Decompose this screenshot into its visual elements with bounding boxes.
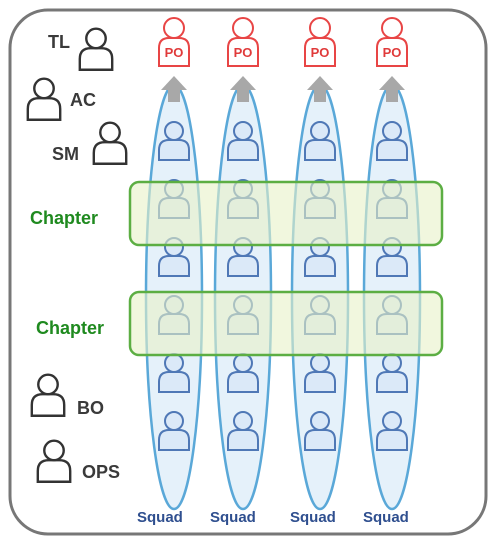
po-body [304, 37, 336, 67]
person-body [92, 140, 128, 165]
role-person-icon [92, 121, 128, 165]
person-body [376, 371, 408, 393]
squad-label-4: Squad [363, 509, 409, 526]
role-person-icon [30, 373, 66, 417]
up-arrow-head [307, 76, 333, 90]
up-arrow-shaft [168, 88, 180, 102]
po-body [158, 37, 190, 67]
squad-member-icon [158, 237, 190, 277]
person-head [382, 121, 402, 141]
product-owners-layer: PO PO PO PO [158, 17, 408, 102]
role-label-ac: AC [70, 90, 96, 110]
person-head [99, 121, 121, 144]
po-head [163, 17, 185, 39]
person-head [33, 77, 55, 100]
squad-member-icon [304, 411, 336, 451]
up-arrow-head [379, 76, 405, 90]
squad-label-2: Squad [210, 509, 256, 526]
squad-member-icon [376, 411, 408, 451]
squad-label-3: Squad [290, 509, 336, 526]
person-body [26, 96, 62, 121]
person-head [310, 353, 330, 373]
person-body [78, 46, 114, 71]
person-body [304, 139, 336, 161]
person-head [43, 439, 65, 462]
person-body [304, 429, 336, 451]
squad-member-icon [158, 411, 190, 451]
person-body [376, 255, 408, 277]
person-body [227, 139, 259, 161]
person-body [227, 255, 259, 277]
person-head [233, 411, 253, 431]
person-head [382, 411, 402, 431]
po-label: PO [383, 45, 402, 60]
up-arrow-head [161, 76, 187, 90]
squad-member-icon [227, 411, 259, 451]
squad-member-icon [376, 353, 408, 393]
chapter-label-1: Chapter [30, 208, 98, 228]
po-head [232, 17, 254, 39]
person-head [164, 353, 184, 373]
squad-member-icon [304, 121, 336, 161]
po-head [309, 17, 331, 39]
chapter-band [128, 290, 444, 357]
product-owner-icon: PO [376, 17, 408, 67]
person-head [164, 121, 184, 141]
role-label-ops: OPS [82, 462, 120, 482]
person-body [158, 139, 190, 161]
squad-member-icon [304, 353, 336, 393]
person-body [158, 371, 190, 393]
po-label: PO [311, 45, 330, 60]
squad-member-icon [227, 353, 259, 393]
chapter-band [128, 180, 444, 247]
role-label-tl: TL [48, 32, 70, 52]
roles-layer [26, 27, 128, 483]
squad-label-1: Squad [137, 509, 183, 526]
person-head [37, 373, 59, 396]
product-owner-icon: PO [158, 17, 190, 67]
person-body [376, 429, 408, 451]
person-body [30, 392, 66, 417]
chapters-layer [128, 180, 444, 357]
po-label: PO [165, 45, 184, 60]
person-body [158, 429, 190, 451]
person-body [376, 139, 408, 161]
po-label: PO [234, 45, 253, 60]
person-head [310, 411, 330, 431]
role-person-icon [26, 77, 62, 121]
product-owner-icon: PO [227, 17, 259, 67]
up-arrow-shaft [386, 88, 398, 102]
po-body [376, 37, 408, 67]
role-label-bo: BO [77, 398, 104, 418]
up-arrow-head [230, 76, 256, 90]
role-person-icon [78, 27, 114, 71]
squad-member-icon [158, 353, 190, 393]
person-body [227, 371, 259, 393]
person-body [304, 255, 336, 277]
product-owner-icon: PO [304, 17, 336, 67]
person-head [233, 353, 253, 373]
chapter-label-2: Chapter [36, 318, 104, 338]
person-body [36, 458, 72, 483]
person-body [158, 255, 190, 277]
person-head [233, 121, 253, 141]
squad-member-icon [227, 121, 259, 161]
up-arrow-shaft [314, 88, 326, 102]
role-label-sm: SM [52, 144, 79, 164]
po-head [381, 17, 403, 39]
person-head [164, 411, 184, 431]
person-head [85, 27, 107, 50]
squad-member-icon [158, 121, 190, 161]
role-person-icon [36, 439, 72, 483]
po-body [227, 37, 259, 67]
squad-member-icon [376, 121, 408, 161]
person-head [310, 121, 330, 141]
up-arrow-shaft [237, 88, 249, 102]
person-body [304, 371, 336, 393]
person-body [227, 429, 259, 451]
person-head [382, 353, 402, 373]
